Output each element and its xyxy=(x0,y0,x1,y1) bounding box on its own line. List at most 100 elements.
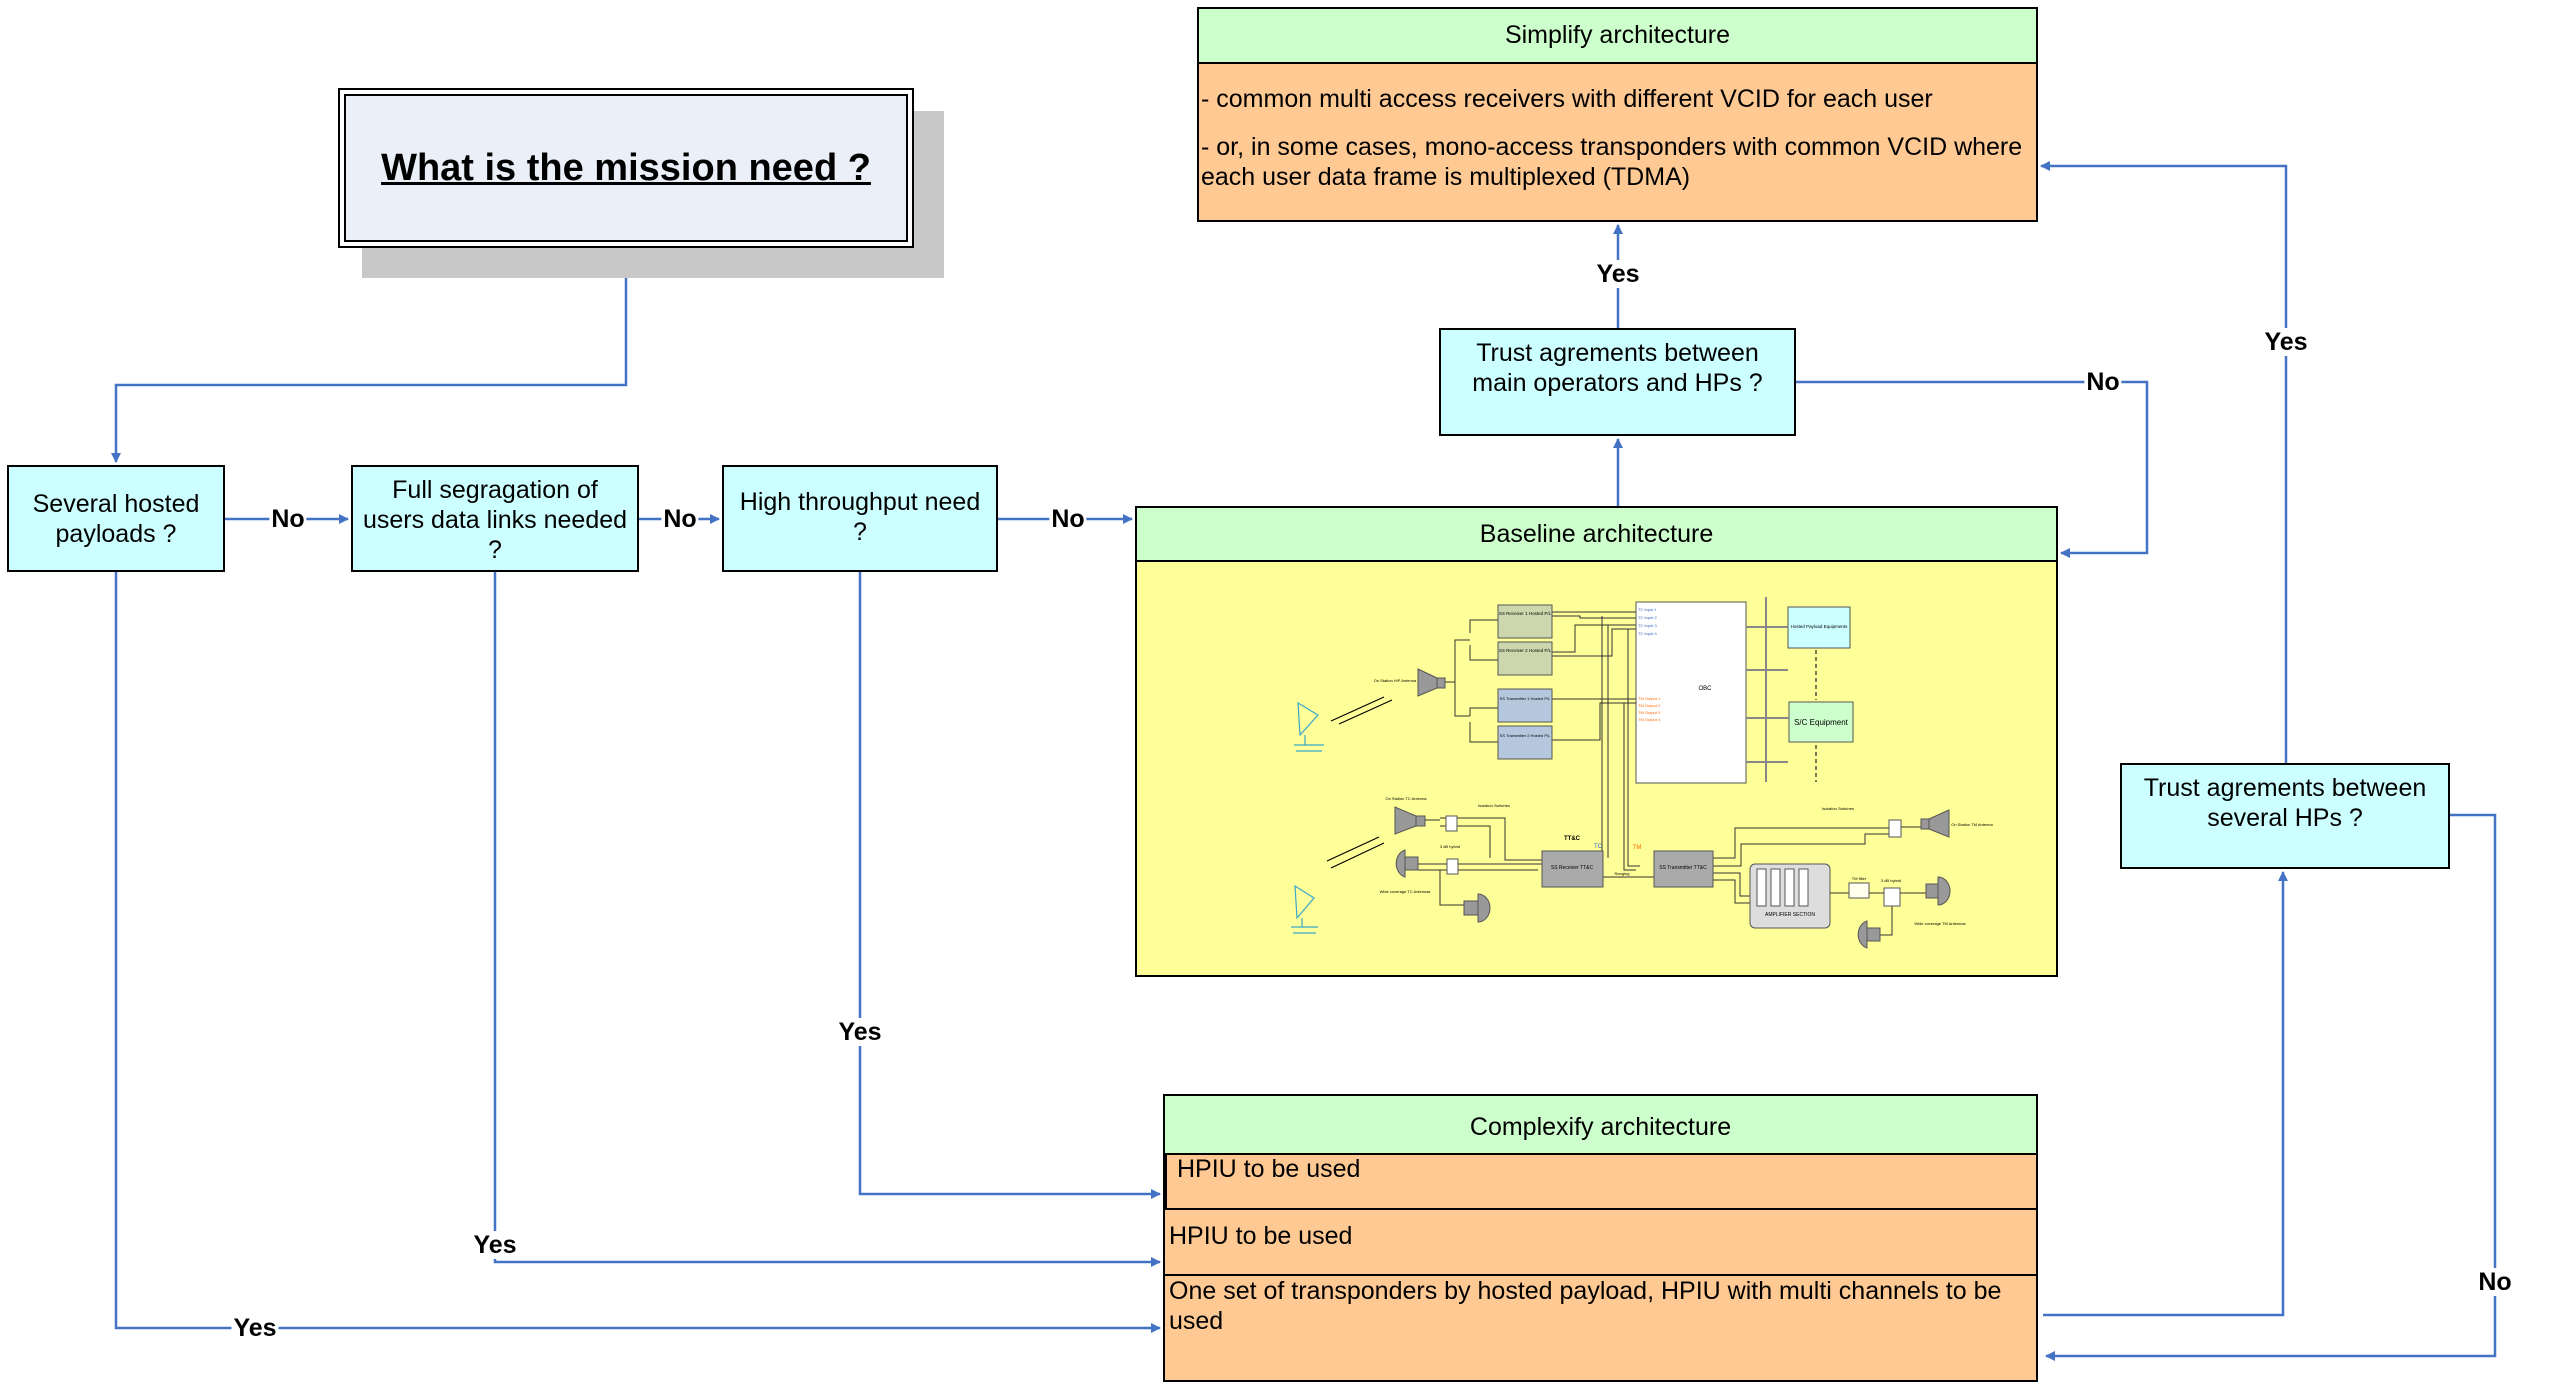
label-yes-high: Yes xyxy=(836,1018,884,1046)
simplify-body: - common multi access receivers with dif… xyxy=(1199,64,2036,220)
wide-tc-label: Wide coverage TC Antennas xyxy=(1380,889,1431,894)
receiver1-block xyxy=(1497,604,1553,639)
complexify-architecture-box: Complexify architecture HPIU to be used … xyxy=(1163,1094,2038,1382)
ttc-label: TT&C xyxy=(1564,836,1581,842)
tm-output-label: TM Output 4 xyxy=(1638,717,1661,722)
tm-output-label: TM Output 2 xyxy=(1638,703,1661,708)
trust-hps-no-to-complexify xyxy=(2045,813,2497,1361)
label-no-trust-hps: No xyxy=(2476,1268,2514,1296)
complexify-row: HPIU to be used xyxy=(1165,1155,2036,1210)
label-yes-trust-hps: Yes xyxy=(2262,328,2310,356)
simplify-architecture-box: Simplify architecture - common multi acc… xyxy=(1197,7,2038,222)
tc-antenna-label: On Station TC Antenna xyxy=(1385,796,1427,801)
decision-text: High throughput need ? xyxy=(739,488,981,546)
tc-dome2-icon xyxy=(1463,893,1491,923)
tm-label: TM xyxy=(1633,845,1642,851)
decision-text: Trust agrements between main operators a… xyxy=(1472,339,1763,397)
obc-label: OBC xyxy=(1698,686,1712,692)
baseline-header: Baseline architecture xyxy=(1137,508,2056,562)
tc-horn-icon xyxy=(1394,806,1426,835)
decision-high-throughput: High throughput need ? xyxy=(722,465,998,572)
complexify-row: One set of transponders by hosted payloa… xyxy=(1165,1276,2036,1380)
trust-no-to-baseline xyxy=(1796,380,2149,558)
complexify-row-text: HPIU to be used xyxy=(1169,1222,1353,1250)
tc-input-label: TC Input 1 xyxy=(1638,607,1657,612)
sc-equipment-block xyxy=(1788,701,1854,743)
tm-antenna-label: On Station TM Antenna xyxy=(1951,822,1993,827)
tc-dome-icon xyxy=(1395,849,1419,878)
tc-input-label: TC Input 2 xyxy=(1638,615,1657,620)
transmitter1-label: SS Transmitter 1 Hosted P/L xyxy=(1500,696,1551,701)
decision-full-segregation: Full segragation of users data links nee… xyxy=(351,465,639,572)
label-no-several: No xyxy=(269,505,307,533)
tm-horn-icon xyxy=(1920,809,1950,838)
receiver1-label: SS Receiver 1 Hosted P/L xyxy=(1499,611,1552,616)
tc-input-label: TC Input 3 xyxy=(1638,623,1657,628)
tm-output-label: TM Output 1 xyxy=(1638,696,1661,701)
tc-input-label: TC Input 4 xyxy=(1638,631,1657,636)
label-no-trust-main: No xyxy=(2084,368,2122,396)
complexify-header: Complexify architecture xyxy=(1165,1096,2036,1155)
label-yes-full: Yes xyxy=(471,1231,519,1259)
label-no-high: No xyxy=(1049,505,1087,533)
simplify-line: - common multi access receivers with dif… xyxy=(1201,85,1933,113)
decision-text: Trust agrements between several HPs ? xyxy=(2143,774,2427,832)
full-yes-to-complexify xyxy=(493,572,1161,1267)
transmitter-ttc-block xyxy=(1653,850,1714,888)
decision-text: Several hosted payloads ? xyxy=(32,489,200,548)
hybrid-label-2: 3 dB hybrid xyxy=(1881,878,1901,883)
tc-label: TC xyxy=(1594,844,1603,850)
label-yes-several: Yes xyxy=(231,1314,279,1342)
ground-antenna-2-icon xyxy=(1291,884,1318,934)
ground-antenna-1-icon xyxy=(1294,701,1324,752)
hosted-equipment-label: Hosted Payload Equipments xyxy=(1791,624,1849,629)
baseline-architecture-box: Baseline architecture xyxy=(1135,506,2058,977)
complexify-row-text: One set of transponders by hosted payloa… xyxy=(1169,1277,2002,1335)
sc-equipment-label: S/C Equipment xyxy=(1794,718,1849,727)
trust-hps-yes-to-simplify xyxy=(2040,161,2288,763)
mission-title: What is the mission need ? xyxy=(381,146,871,189)
tm-filter-label: TM filter xyxy=(1852,876,1867,881)
simplify-header: Simplify architecture xyxy=(1199,9,2036,64)
transmitter-ttc-label: SS Transmitter TT&C xyxy=(1659,865,1707,871)
several-yes-to-complexify xyxy=(114,572,1161,1333)
hp-horn-icon xyxy=(1417,668,1446,697)
high-yes-to-complexify xyxy=(858,572,1161,1199)
hp-antenna-label: On Station H/P Antenna xyxy=(1374,678,1417,683)
complexify-row: HPIU to be used xyxy=(1165,1210,2036,1276)
transmitter2-block xyxy=(1497,725,1553,760)
receiver2-block xyxy=(1497,641,1553,676)
baseline-body xyxy=(1137,562,2056,975)
complexify-row-text: HPIU to be used xyxy=(1177,1155,1361,1183)
isolation-switches-label: Isolation Switches xyxy=(1478,803,1510,808)
receiver2-label: SS Receiver 2 Hosted P/L xyxy=(1499,648,1552,653)
decision-text: Full segragation of users data links nee… xyxy=(362,476,628,564)
mission-to-several xyxy=(111,248,628,463)
simplify-line: - or, in some cases, mono-access transpo… xyxy=(1201,133,2023,191)
transmitter2-label: SS Transmitter 2 Hosted P/L xyxy=(1500,733,1551,738)
hybrid-label: 3 dB hybrid xyxy=(1440,844,1460,849)
receiver-ttc-label: SS Receiver TT&C xyxy=(1551,865,1594,871)
label-no-full: No xyxy=(661,505,699,533)
label-yes-trust-main: Yes xyxy=(1594,260,1642,288)
amplifier-label: AMPLIFIER SECTION xyxy=(1765,912,1815,918)
tm-dome2-icon xyxy=(1857,920,1881,949)
tm-filter-block xyxy=(1848,882,1870,899)
transmitter1-block xyxy=(1497,688,1553,723)
ranging-label: Ranging xyxy=(1615,871,1630,876)
decision-trust-main: Trust agrements between main operators a… xyxy=(1439,328,1796,436)
wide-tm-label: Wide coverage TM Antennas xyxy=(1914,921,1965,926)
complexify-to-trust-hps xyxy=(2043,871,2288,1317)
hybrid-block xyxy=(1883,887,1901,907)
receiver-ttc-block xyxy=(1541,850,1604,888)
tm-dome-icon xyxy=(1925,876,1951,906)
isolation-switches-label-2: Isolation Switches xyxy=(1822,806,1854,811)
decision-trust-hps: Trust agrements between several HPs ? xyxy=(2120,763,2450,869)
decision-several-hosted: Several hosted payloads ? xyxy=(7,465,225,572)
obc-block xyxy=(1635,601,1747,784)
tm-output-label: TM Output 3 xyxy=(1638,710,1661,715)
mission-box: What is the mission need ? xyxy=(338,88,914,248)
